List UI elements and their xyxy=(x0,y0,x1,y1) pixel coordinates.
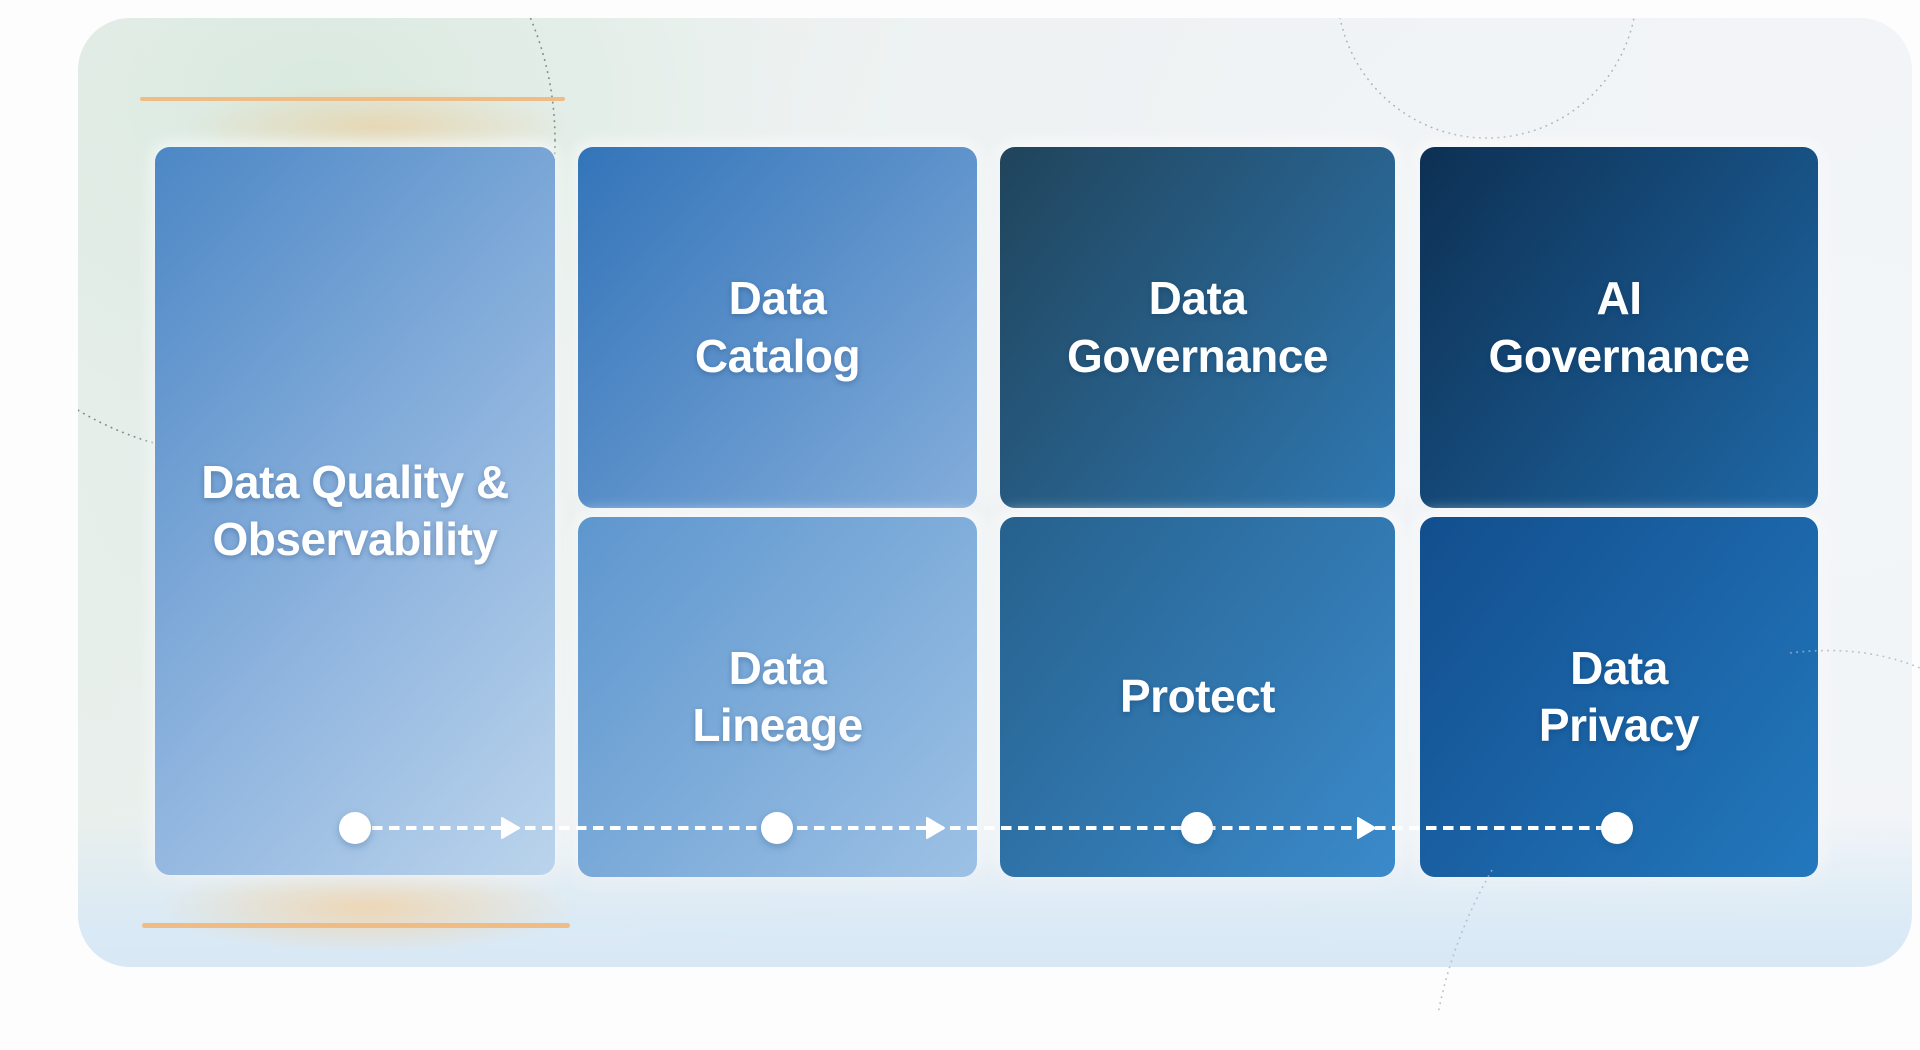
box-label-data-privacy: Data Privacy xyxy=(1538,641,1700,752)
box-ai-governance: AI Governance xyxy=(1420,147,1818,508)
box-data-quality-observability: Data Quality & Observability xyxy=(155,147,555,875)
box-label-data-lineage: Data Lineage xyxy=(692,641,863,752)
box-label-protect: Protect xyxy=(1120,670,1275,723)
diagram-card: Data Quality & Observability Data Catalo… xyxy=(78,18,1912,967)
box-data-privacy: Data Privacy xyxy=(1420,517,1818,877)
box-data-lineage: Data Lineage xyxy=(578,517,977,877)
box-label-data-governance: Data Governance xyxy=(1067,272,1328,382)
box-data-catalog: Data Catalog xyxy=(578,147,977,508)
dotted-circle-top-right-icon xyxy=(1339,18,1635,139)
box-protect: Protect xyxy=(1000,517,1395,877)
box-label-data-catalog: Data Catalog xyxy=(694,272,861,382)
accent-line-bottom xyxy=(142,923,570,928)
box-label-ai-governance: AI Governance xyxy=(1488,272,1750,382)
box-data-governance: Data Governance xyxy=(1000,147,1395,508)
accent-line-top xyxy=(140,97,565,101)
box-label-data-quality-observability: Data Quality & Observability xyxy=(201,455,509,566)
